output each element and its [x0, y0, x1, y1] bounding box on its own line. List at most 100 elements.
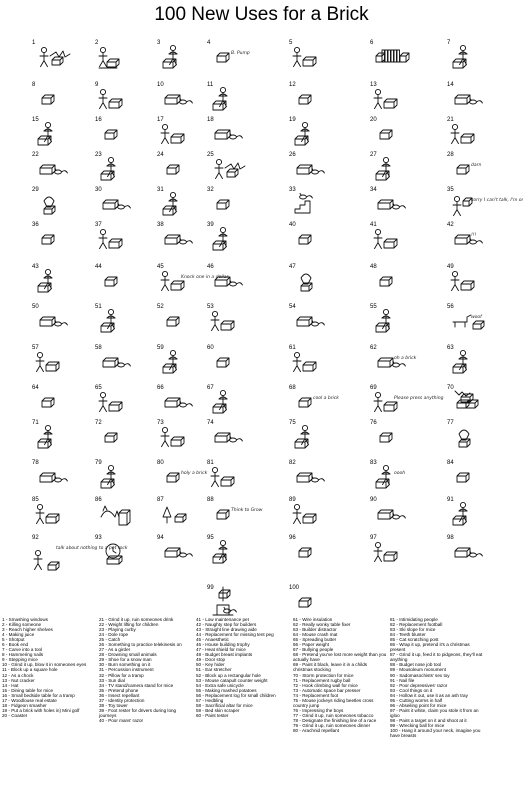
panel-number: 25 — [207, 152, 214, 158]
legend-item: 15 - Dining table for mice — [2, 687, 54, 693]
comic-panel: 13 — [370, 82, 398, 110]
panel-number: 21 — [447, 117, 454, 123]
panel-number: 84 — [447, 460, 454, 466]
legend-item: 56 - Replacement log for small children — [196, 692, 276, 698]
comic-panel: 8 — [32, 82, 55, 105]
panel-caption: darn — [471, 162, 481, 168]
panel-number: 14 — [447, 82, 454, 88]
comic-panel: 40 — [289, 222, 312, 245]
legend-item: 98 - Paint a target on it and shoot at i… — [390, 717, 467, 723]
panel-number: 60 — [207, 345, 214, 351]
comic-panel: 84 — [447, 460, 470, 483]
legend-item: 92 - Poor depressives' razor — [390, 682, 448, 688]
panel-number: 73 — [157, 420, 164, 426]
comic-panel: 42!!! — [447, 222, 483, 245]
panel-number: 53 — [207, 304, 214, 310]
comic-panel: 4 B. Pump — [207, 40, 250, 63]
panel-number: 95 — [207, 535, 214, 541]
comic-panel: 41 — [370, 222, 398, 250]
panel-number: 58 — [95, 345, 102, 351]
panel-caption: oh a brick — [394, 355, 417, 361]
comic-panel: 73 — [157, 420, 185, 448]
panel-number: 82 — [289, 460, 296, 466]
legend-item: 79 - Grind it up, ruin someones dinner — [293, 722, 371, 728]
panel-number: 34 — [370, 187, 377, 193]
legend-item: 46 - House building trophy — [196, 642, 250, 648]
comic-panel: 24 — [157, 152, 180, 175]
comic-panel: 1 — [32, 40, 71, 68]
panel-caption: cool a brick — [313, 395, 339, 401]
legend-item: 20 - Coaster — [2, 712, 28, 718]
legend-item: 38 - Toy tower — [99, 702, 128, 708]
panel-number: 22 — [32, 152, 39, 158]
comic-panel: 59 — [157, 345, 178, 374]
legend-item: 73 - Automatic space bar presser — [293, 687, 361, 693]
legend-item: 51 - Ear stretcher — [196, 667, 232, 673]
comic-panel: 94 — [157, 535, 193, 558]
panel-number: 42 — [447, 222, 454, 228]
panel-number: 38 — [157, 222, 164, 228]
legend-item: 31 - Percussion instrument — [99, 667, 154, 673]
comic-panel: 86 — [95, 497, 131, 526]
comic-panel: 47 — [289, 264, 313, 292]
panel-number: 4 — [207, 40, 211, 46]
panel-number: 72 — [95, 420, 102, 426]
comic-panel: 79 — [95, 460, 116, 489]
panel-number: 9 — [95, 82, 99, 88]
legend-item: 8 - Hammering nails — [2, 652, 44, 658]
panel-number: 24 — [157, 152, 164, 158]
comic-panel: 89 — [289, 497, 317, 525]
panel-number: 81 — [207, 460, 214, 466]
panel-number: 2 — [95, 40, 99, 46]
panel-number: 43 — [32, 264, 39, 270]
comic-panel: 46 — [207, 264, 243, 287]
legend-item: 91 - Nail file — [390, 677, 415, 683]
panel-number: 86 — [95, 497, 102, 503]
panel-number: 26 — [289, 152, 296, 158]
panel-number: 19 — [289, 117, 296, 123]
comic-panel: 74 — [207, 420, 243, 443]
comic-panel: 72 — [95, 420, 118, 443]
legend-item: 63 - Builder distractor — [293, 627, 337, 633]
panel-number: 31 — [157, 187, 164, 193]
legend-item: 86 - Wrap it up, pretend it's a christma… — [390, 642, 470, 653]
legend-item: 43 - Straight line drawing aide — [196, 627, 257, 633]
legend-item: 18 - Fidgeon smasher — [2, 702, 47, 708]
legend-item: 57 - Hedbling — [196, 697, 224, 703]
legend-item: 52 - Block up a rectangular hole — [196, 672, 261, 678]
legend-item: 10 - Grind it up, blow it in someones ey… — [2, 662, 87, 668]
comic-panel: 96 — [289, 535, 312, 558]
comic-panel: 18 — [207, 117, 243, 140]
panel-number: 97 — [370, 535, 377, 541]
panel-number: 70 — [447, 385, 454, 391]
comic-panel: 19 — [289, 117, 310, 146]
legend-item: 41 - Low maintenance pet — [196, 617, 249, 622]
legend-item: 44 - Replacement for missing tent peg — [196, 632, 274, 638]
legend-item: 96 - Abseiling point for mice — [390, 702, 447, 708]
comic-panel: 63 — [447, 345, 468, 374]
panel-number: 99 — [207, 585, 214, 591]
comic-panel: 11 — [207, 82, 228, 111]
legend-item: 4 - Making juice — [2, 632, 35, 638]
panel-number: 93 — [95, 535, 102, 541]
comic-panel: 58 — [95, 345, 131, 368]
comic-panel: 100 — [289, 585, 312, 608]
panel-number: 16 — [95, 117, 102, 123]
legend-item: 72 - Hook climbing wall for mice — [293, 682, 358, 688]
panel-number: 3 — [157, 40, 161, 46]
panel-number: 92 — [32, 535, 39, 541]
legend-item: 54 - Extra safe unicycle — [196, 682, 244, 688]
legend-item: 85 - Cat scratching post — [390, 637, 439, 643]
panel-number: 65 — [95, 385, 102, 391]
panel-number: 67 — [207, 385, 214, 391]
legend-item: 82 - Replacement football — [390, 622, 443, 628]
panel-number: 37 — [95, 222, 102, 228]
panel-caption: B. Pump — [231, 50, 250, 56]
comic-panel: 31 — [157, 187, 178, 216]
comic-panel: 71 — [32, 420, 53, 449]
comic-panel: 60 — [207, 345, 230, 368]
